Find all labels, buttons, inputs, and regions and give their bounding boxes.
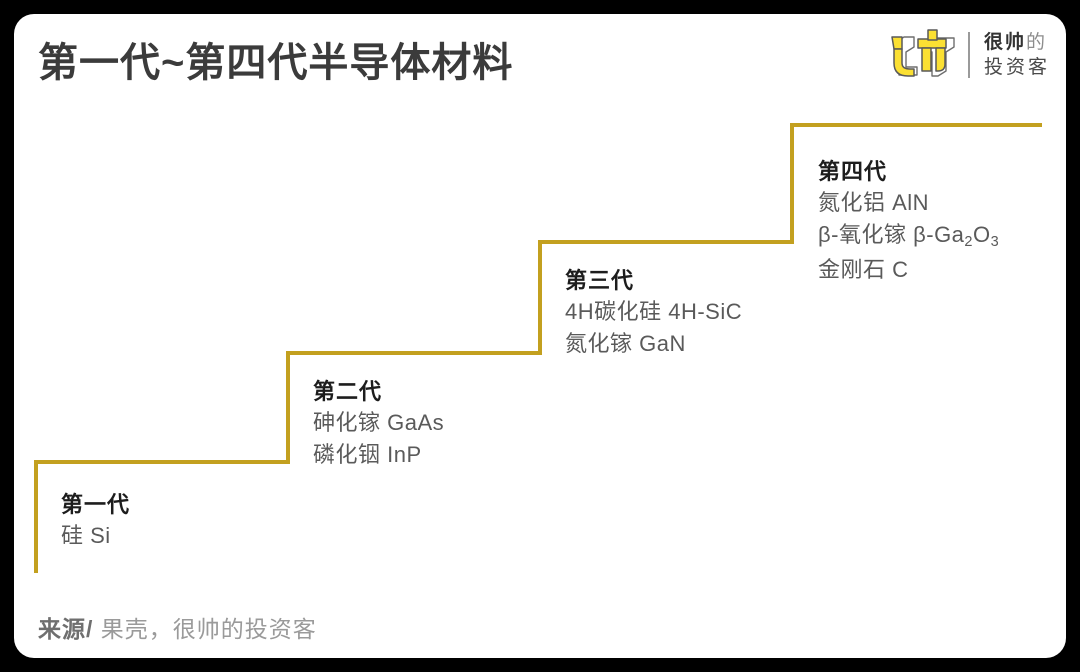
step-block-gen2: 第二代 砷化镓 GaAs 磷化铟 InP [313, 377, 444, 471]
brand-name-bold: 很帅 [983, 32, 1026, 53]
step-material-sic: 4H碳化硅 4H-SiC [565, 299, 743, 324]
ga2o3-mid: O [973, 222, 991, 247]
step-material-gaas: 砷化镓 GaAs [313, 410, 445, 435]
step-title-gen2: 第二代 [313, 379, 383, 404]
step-title-gen3: 第三代 [565, 268, 635, 293]
ga2o3-pre: β-氧化镓 β-Ga [818, 222, 965, 247]
brand-name-light: 的 [1026, 32, 1048, 53]
step-block-gen3: 第三代 4H碳化硅 4H-SiC 氮化镓 GaN [565, 266, 742, 360]
step-title-gen1: 第一代 [61, 492, 131, 517]
shuai-logo-icon [891, 29, 955, 77]
step-title-gen4: 第四代 [818, 159, 888, 184]
staircase-line [34, 123, 1042, 573]
ga2o3-sub1: 2 [964, 234, 973, 251]
source-value: 果壳，很帅的投资客 [100, 616, 317, 642]
step-material-ga2o3: β-氧化镓 β-Ga2O3 [818, 219, 999, 254]
brand-lockup: 很帅的 投资客 [884, 22, 1050, 88]
ga2o3-sub2: 3 [990, 234, 1000, 251]
step-material-inp: 磷化铟 InP [313, 442, 422, 467]
page-title: 第一代~第四代半导体材料 [38, 41, 514, 85]
source-label: 来源/ [38, 616, 94, 642]
brand-name: 很帅的 投资客 [984, 30, 1050, 80]
step-material-diamond: 金刚石 C [818, 257, 909, 282]
source-credit: 来源/ 果壳，很帅的投资客 [38, 610, 317, 644]
step-material-aln: 氮化铝 AlN [818, 190, 930, 215]
brand-divider [967, 32, 970, 78]
step-material-gan: 氮化镓 GaN [565, 331, 686, 356]
step-block-gen4: 第四代 氮化铝 AlN β-氧化镓 β-Ga2O3 金刚石 C [818, 157, 999, 286]
brand-name-line2: 投资客 [983, 57, 1050, 78]
poster-card: 第一代~第四代半导体材料 [14, 14, 1066, 658]
step-material-si: 硅 Si [61, 523, 111, 548]
step-block-gen1: 第一代 硅 Si [61, 490, 130, 552]
